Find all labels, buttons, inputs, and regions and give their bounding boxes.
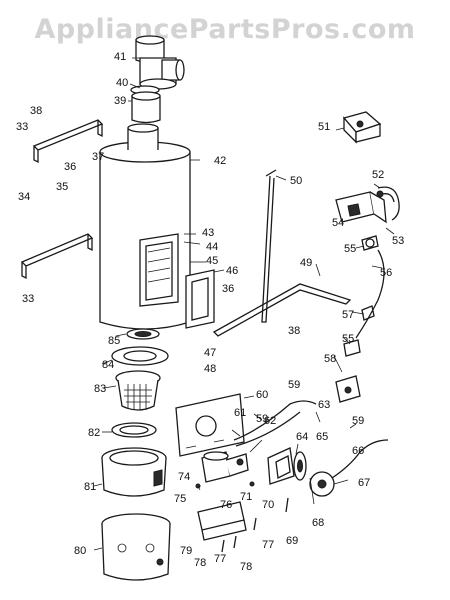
part-label-58: 58 [324,353,336,365]
part-label-44: 44 [206,241,218,253]
ring-82-part [111,422,157,438]
part-label-69: 69 [286,535,298,547]
part-label-52: 52 [372,169,384,181]
clip-57-part [361,305,375,321]
part-label-80: 80 [74,545,86,557]
part-label-55: 55 [344,243,356,255]
part-label-43: 43 [202,227,214,239]
part-label-38: 38 [30,105,42,117]
chamber-81-part [101,447,167,497]
part-label-78: 78 [240,561,252,573]
part-label-59: 59 [288,379,300,391]
part-label-78: 78 [194,557,206,569]
rod-part [261,169,277,323]
long-bar-part [212,283,352,337]
part-label-53: 53 [392,235,404,247]
part-label-38: 38 [288,325,300,337]
part-label-33: 33 [22,293,34,305]
part-label-82: 82 [88,427,100,439]
part-label-81: 81 [84,481,96,493]
part-label-40: 40 [116,77,128,89]
fitting-55b-part [343,339,361,357]
part-label-79: 79 [180,545,192,557]
part-label-60: 60 [256,389,268,401]
motor-67-part [309,439,389,497]
part-label-77: 77 [262,539,274,551]
part-label-64: 64 [296,431,308,443]
part-number-labels: 4140393833363735344243444546363350515254… [16,51,404,573]
vent-tee-part [135,35,185,90]
disc-64-part [293,451,307,481]
inner-door-part [185,269,215,329]
part-label-66: 66 [352,445,364,457]
tube-56-part [355,249,385,339]
part-label-75: 75 [174,493,186,505]
part-label-84: 84 [102,359,114,371]
base-80-part [101,513,171,581]
part-label-35: 35 [56,181,68,193]
part-label-54: 54 [332,217,344,229]
part-label-62: 62 [264,415,276,427]
water-heater-tank [99,123,191,330]
screws-part [195,481,289,553]
part-label-36: 36 [222,283,234,295]
leader-lines [93,57,395,551]
part-label-33: 33 [16,121,28,133]
part-label-74: 74 [178,471,190,483]
part-label-67: 67 [358,477,370,489]
part-label-47: 47 [204,347,216,359]
part-label-45: 45 [206,255,218,267]
part-label-76: 76 [220,499,232,511]
part-label-39: 39 [114,95,126,107]
wire-62-part [233,400,317,447]
part-label-71: 71 [240,491,252,503]
part-label-83: 83 [94,383,106,395]
burner-83-part [115,370,161,411]
part-label-41: 41 [114,51,126,63]
upper-bracket-part [32,119,104,164]
part-label-42: 42 [214,155,226,167]
part-label-34: 34 [18,191,30,203]
part-label-55: 55 [342,333,354,345]
part-label-59: 59 [352,415,364,427]
bracket-79-part [197,501,247,541]
part-label-63: 63 [318,399,330,411]
part-label-37: 37 [92,151,104,163]
part-label-68: 68 [312,517,324,529]
vent-pipe-part [131,91,161,124]
fitting-55-part [361,235,379,251]
ring-85-part [126,328,160,340]
part-label-48: 48 [204,363,216,375]
part-label-70: 70 [262,499,274,511]
panel-60-part [175,393,245,457]
part-label-65: 65 [316,431,328,443]
block-58-part [335,375,361,403]
gasket-84-part [111,346,169,366]
part-label-46: 46 [226,265,238,277]
part-label-49: 49 [300,257,312,269]
block-51-part [342,111,382,144]
part-label-57: 57 [342,309,354,321]
part-label-85: 85 [108,335,120,347]
part-label-51: 51 [318,121,330,133]
part-label-59: 59 [256,413,268,425]
part-label-36: 36 [64,161,76,173]
valve-74-part [201,451,249,483]
lower-bracket-part [20,233,94,280]
block-54-part [335,191,387,224]
part-label-56: 56 [380,267,392,279]
igniter-70-part [267,447,295,485]
part-label-77: 77 [214,553,226,565]
part-label-61: 61 [234,407,246,419]
part-label-50: 50 [290,175,302,187]
